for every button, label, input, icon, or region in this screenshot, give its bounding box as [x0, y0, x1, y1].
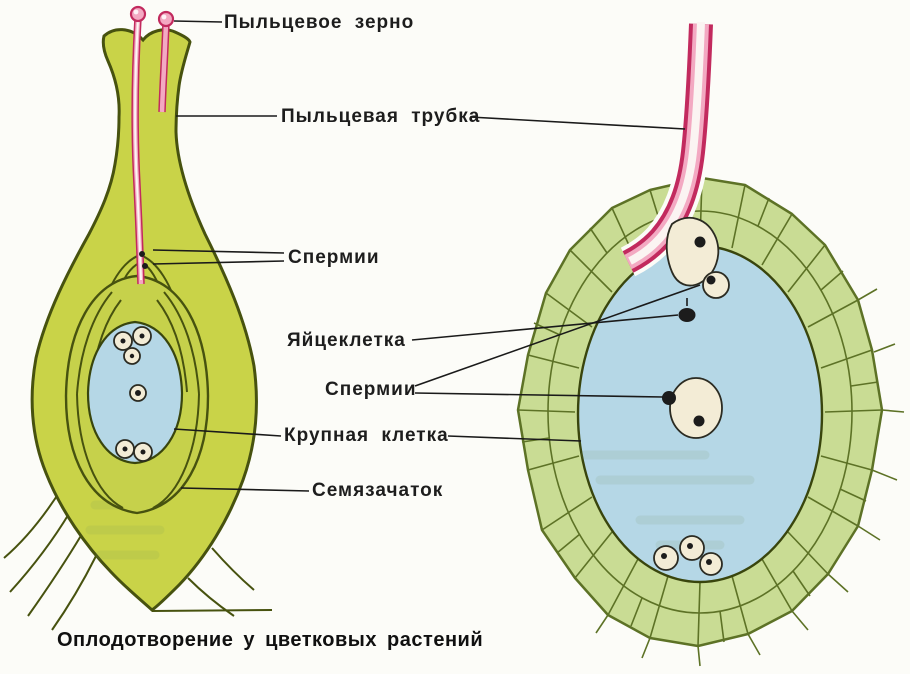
sperm-at-central-cell — [662, 391, 676, 405]
antipodal-cells-left — [115, 439, 153, 462]
pollen-grain-highlight — [133, 9, 139, 15]
sperm-dot-style-2 — [142, 263, 148, 269]
outer-hair-spikes — [595, 288, 905, 667]
pollen-tube-right-core — [628, 21, 705, 265]
pollen-tube-right-group — [620, 21, 717, 277]
figure-caption: Оплодотворение у цветковых растений — [57, 629, 484, 651]
central-cell-nucleus — [693, 415, 705, 427]
pollen-tube-long-core — [134, 19, 142, 281]
pollen-tube-short-inner — [159, 21, 169, 113]
integument-arcs — [76, 291, 200, 509]
cell-ring-radial-walls — [517, 177, 883, 647]
ovule-right-group — [516, 21, 905, 667]
pollen-grain-highlight — [161, 14, 167, 20]
cell-ring-mid-wall — [547, 210, 853, 614]
synergid-teardrop-cell — [665, 216, 720, 287]
central-cell-group — [662, 377, 723, 439]
sperm-dot-style-1 — [139, 251, 145, 257]
pollen-tubes-left-group — [129, 5, 175, 285]
pollen-grain-right — [157, 10, 175, 28]
egg-cell-dot — [678, 308, 696, 322]
synergid-cell-2 — [702, 271, 730, 299]
egg-apparatus-cells — [113, 326, 152, 365]
sperm-dot-1 — [694, 236, 706, 248]
central-cell — [669, 377, 723, 439]
sperm-release-cells — [665, 216, 730, 322]
pistil-group — [3, 5, 273, 631]
label-sperm-pistil: Спермии — [288, 247, 380, 268]
label-pointer-lines — [152, 20, 701, 492]
sperm-dot-2 — [706, 275, 716, 285]
central-cell-nucleus-left — [129, 384, 147, 402]
label-pollen-tube: Пыльцевая трубка — [281, 106, 481, 127]
ovule-left-group — [64, 274, 210, 515]
antipodal-cells-right — [653, 535, 723, 576]
label-egg-cell: Яйцеклетка — [287, 330, 406, 351]
label-sperm-embryo-sac: Спермии — [325, 379, 417, 400]
label-ovule: Семязачаток — [312, 480, 444, 501]
label-pollen-grain: Пыльцевое зерно — [224, 12, 415, 33]
pistil-fibers — [3, 487, 273, 631]
label-large-cell: Крупная клетка — [284, 425, 449, 446]
pollen-grain-left — [129, 5, 147, 23]
